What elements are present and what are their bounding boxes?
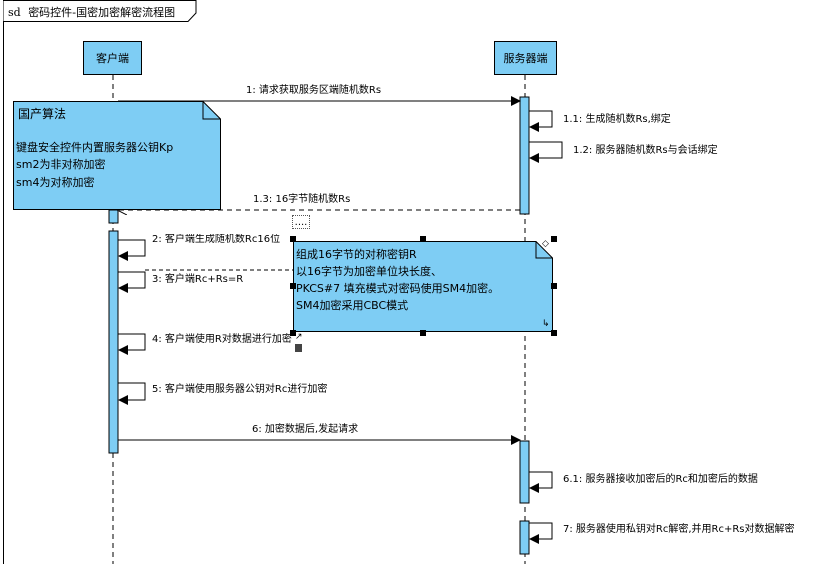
message-6-1-label[interactable]: 6.1: 服务器接收加密后的Rc和加密后的数据 bbox=[563, 474, 758, 485]
message-7-line bbox=[529, 522, 553, 544]
sm4-note-shape bbox=[293, 241, 553, 332]
document-icon[interactable] bbox=[295, 344, 302, 352]
frame-title-tab: sd 密码控件-国密加密解密流程图 bbox=[3, 0, 197, 22]
message-2-line bbox=[118, 239, 146, 261]
lifeline-server-label: 服务器端 bbox=[503, 52, 548, 65]
message-3-label[interactable]: 3: 客户端Rc+Rs=R bbox=[152, 274, 244, 285]
sm4-note-line-1: 组成16字节的对称密钥R bbox=[296, 248, 417, 261]
resize-handle-w[interactable] bbox=[290, 283, 296, 289]
algorithm-note-line-2: sm2为非对称加密 bbox=[16, 158, 106, 171]
connector-icon[interactable]: ↳ bbox=[542, 319, 550, 329]
algorithm-note-line-1: 键盘安全控件内置服务器公钥Kp bbox=[16, 141, 174, 154]
message-4-label[interactable]: 4: 客户端使用R对数据进行加密 bbox=[152, 334, 292, 345]
message-4-line bbox=[118, 333, 146, 355]
message-1-2-label[interactable]: 1.2: 服务器随机数Rs与会话绑定 bbox=[573, 145, 718, 156]
message-1-3-label[interactable]: 1.3: 16字节随机数Rs bbox=[253, 194, 351, 205]
frame-title: 密码控件-国密加密解密流程图 bbox=[28, 6, 176, 19]
resize-handle-nw[interactable] bbox=[290, 236, 296, 242]
activation-server-1 bbox=[519, 96, 530, 215]
activation-server-3 bbox=[519, 520, 530, 555]
message-5-label[interactable]: 5: 客户端使用服务器公钥对Rc进行加密 bbox=[152, 384, 328, 395]
message-1-label[interactable]: 1: 请求获取服务区端随机数Rs bbox=[246, 85, 382, 96]
activation-client-2 bbox=[108, 230, 119, 454]
sm4-note-line-3: PKCS#7 填充模式对密码使用SM4加密。 bbox=[296, 282, 500, 295]
lifeline-client-label: 客户端 bbox=[96, 52, 129, 65]
edit-icon[interactable]: ◇ bbox=[542, 239, 549, 249]
lifeline-server-head[interactable]: 服务器端 bbox=[494, 41, 557, 75]
more-options-label: .... bbox=[294, 216, 308, 228]
algorithm-note-shape bbox=[13, 101, 221, 210]
message-1-2-line bbox=[529, 141, 563, 163]
link-arrow-icon[interactable]: ↗ bbox=[295, 332, 303, 342]
sm4-note-line-2: 以16字节为加密单位块长度、 bbox=[296, 265, 442, 278]
activation-server-2 bbox=[519, 440, 530, 504]
message-3-line bbox=[118, 271, 146, 293]
resize-handle-sw[interactable] bbox=[290, 330, 296, 336]
algorithm-note-line-3: sm4为对称加密 bbox=[16, 176, 95, 189]
resize-handle-s[interactable] bbox=[420, 330, 426, 336]
algorithm-note-title: 国产算法 bbox=[18, 107, 67, 121]
frame-tab-shape bbox=[3, 0, 197, 22]
frame-border bbox=[3, 0, 4, 564]
frame-tag: sd bbox=[8, 6, 21, 19]
message-1-1-label[interactable]: 1.1: 生成随机数Rs,绑定 bbox=[563, 114, 671, 125]
resize-handle-ne[interactable] bbox=[551, 236, 557, 242]
message-5-line bbox=[118, 382, 146, 405]
message-7-label[interactable]: 7: 服务器使用私钥对Rc解密,并用Rc+Rs对数据解密 bbox=[563, 524, 795, 535]
activation-client-1 bbox=[108, 209, 119, 224]
resize-handle-n[interactable] bbox=[420, 236, 426, 242]
message-6-label[interactable]: 6: 加密数据后,发起请求 bbox=[252, 424, 359, 435]
lifeline-client-head[interactable]: 客户端 bbox=[83, 41, 142, 75]
resize-handle-e[interactable] bbox=[551, 283, 557, 289]
message-2-label[interactable]: 2: 客户端生成随机数Rc16位 bbox=[152, 234, 281, 245]
sm4-note-line-4: SM4加密采用CBC模式 bbox=[296, 299, 409, 312]
message-6-1-line bbox=[529, 471, 553, 493]
more-options-button[interactable]: .... bbox=[292, 215, 310, 229]
resize-handle-se[interactable] bbox=[551, 330, 557, 336]
message-1-1-line bbox=[529, 110, 553, 132]
